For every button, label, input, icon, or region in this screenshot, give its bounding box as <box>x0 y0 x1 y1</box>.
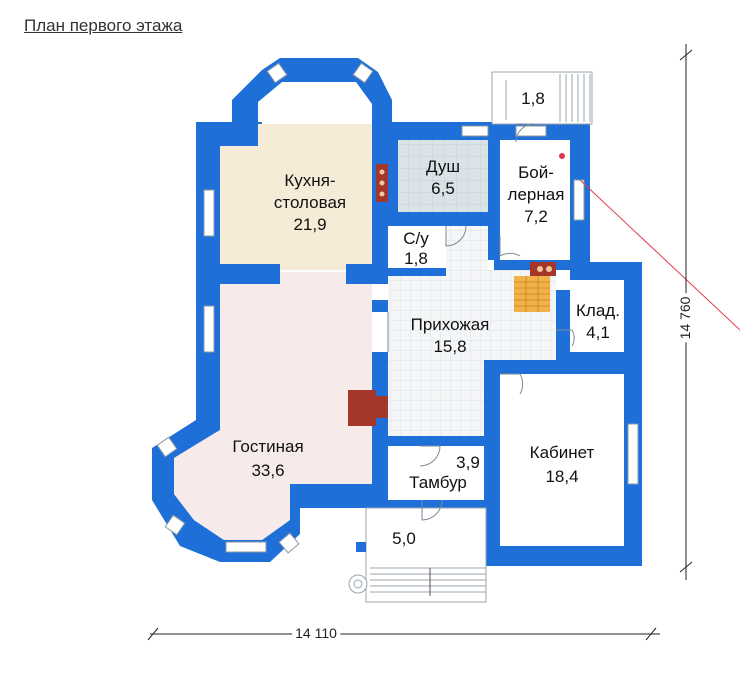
boiler-area: 7,2 <box>524 207 548 226</box>
marker-dot <box>559 153 565 159</box>
plan-title: План первого этажа <box>24 16 183 35</box>
marker-line <box>579 179 740 331</box>
width-dimension <box>147 627 660 641</box>
storage-name: Клад. <box>576 301 620 320</box>
living-name: Гостиная <box>232 437 303 456</box>
vestibule-area: 3,9 <box>456 453 480 472</box>
study-area: 18,4 <box>545 467 578 486</box>
boiler-name-1: Бой- <box>518 163 554 182</box>
kitchen-name-1: Кухня- <box>284 171 335 190</box>
porch-top <box>491 71 593 125</box>
study-fill <box>500 374 624 546</box>
boiler-name-2: лерная <box>508 185 565 204</box>
vestibule-fill <box>388 446 484 500</box>
kitchen-name-2: столовая <box>274 193 346 212</box>
interior-stairs <box>514 276 550 312</box>
porch-bottom <box>348 507 487 603</box>
windows <box>156 62 639 554</box>
kitchen-area: 21,9 <box>293 215 326 234</box>
porch-top-area: 1,8 <box>521 89 545 108</box>
wc-name: С/у <box>403 229 429 248</box>
walls <box>152 58 642 566</box>
storage-area: 4,1 <box>586 323 610 342</box>
doors <box>387 123 575 521</box>
height-label: 14 760 <box>677 296 693 339</box>
storage-fill <box>570 280 624 352</box>
living-fill <box>174 272 372 540</box>
fireplace-icon <box>348 390 376 426</box>
width-label: 14 110 <box>295 625 337 641</box>
wc-fill <box>388 226 444 268</box>
shower-fill <box>398 140 488 212</box>
height-dimension <box>679 44 693 580</box>
wc-area: 1,8 <box>404 249 428 268</box>
living-area: 33,6 <box>251 461 284 480</box>
boiler-fill <box>500 140 570 260</box>
shower-name: Душ <box>426 157 460 176</box>
shower-area: 6,5 <box>431 179 455 198</box>
vestibule-name: Тамбур <box>409 473 467 492</box>
porch-area: 5,0 <box>392 529 416 548</box>
hall-name: Прихожая <box>411 315 490 334</box>
hall-area: 15,8 <box>433 337 466 356</box>
study-name: Кабинет <box>530 443 595 462</box>
kitchen-fill <box>220 124 372 270</box>
